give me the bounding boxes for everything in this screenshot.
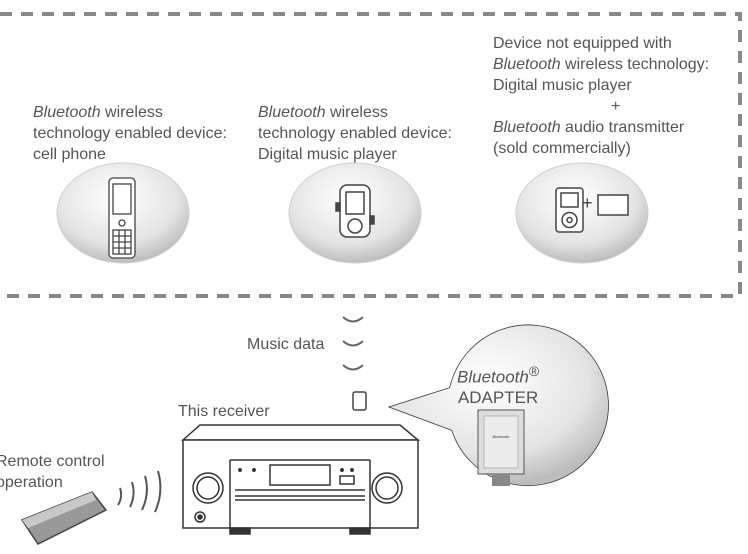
adapter-title: Bluetooth® ADAPTER [457, 361, 539, 408]
dashed-boundary [0, 12, 742, 298]
device-3-transmitter-italic: Bluetooth [493, 119, 561, 136]
remote-label-line1: Remote control [0, 453, 105, 470]
device-2-italic: Bluetooth [258, 104, 326, 121]
remote-control-icon [20, 491, 108, 545]
device-2-label: Bluetooth wireless technology enabled de… [258, 102, 452, 165]
registered-mark: ® [528, 363, 540, 379]
device-1-line1: wireless [100, 104, 163, 121]
plus-sign: + [582, 193, 593, 213]
device-2-line3: Digital music player [258, 146, 397, 163]
adapter-title-line2: ADAPTER [457, 387, 539, 407]
music-player-icon [335, 184, 375, 238]
infrared-signal-icon [117, 470, 162, 513]
device-2-line1: wireless [325, 104, 388, 121]
chevron-down-icon [342, 364, 364, 371]
adapter-small-icon [352, 391, 367, 411]
device-3-italic: Bluetooth [493, 56, 561, 73]
chevron-down-icon [342, 316, 364, 323]
device-3-line5: audio transmitter [560, 119, 685, 136]
device-1-italic: Bluetooth [33, 104, 101, 121]
device-3-line3: Digital music player [493, 77, 632, 94]
svg-text:Bluetooth: Bluetooth [493, 434, 510, 439]
device-3-label: Device not equipped with Bluetooth wirel… [493, 33, 709, 159]
remote-label-line2: operation [0, 474, 63, 491]
chevron-down-icon [342, 340, 364, 347]
device-1-line3: cell phone [33, 146, 106, 163]
receiver-icon [181, 424, 421, 535]
cell-phone-icon [108, 177, 136, 259]
device-1-label: Bluetooth wireless technology enabled de… [33, 102, 227, 165]
music-player-with-transmitter-icon [555, 187, 629, 233]
device-3-plus: + [611, 98, 621, 115]
adapter-title-italic: Bluetooth [457, 367, 529, 387]
device-3-line2: wireless technology: [560, 56, 710, 73]
device-2-line2: technology enabled device: [258, 125, 452, 142]
device-1-line2: technology enabled device: [33, 125, 227, 142]
music-data-label: Music data [247, 336, 325, 353]
remote-label: Remote control operation [0, 451, 105, 493]
adapter-device-icon: Bluetooth [477, 409, 525, 486]
device-3-line1: Device not equipped with [493, 35, 672, 52]
data-flow-chevrons [342, 316, 364, 371]
receiver-label: This receiver [178, 403, 270, 420]
device-3-line6: (sold commercially) [493, 140, 631, 157]
